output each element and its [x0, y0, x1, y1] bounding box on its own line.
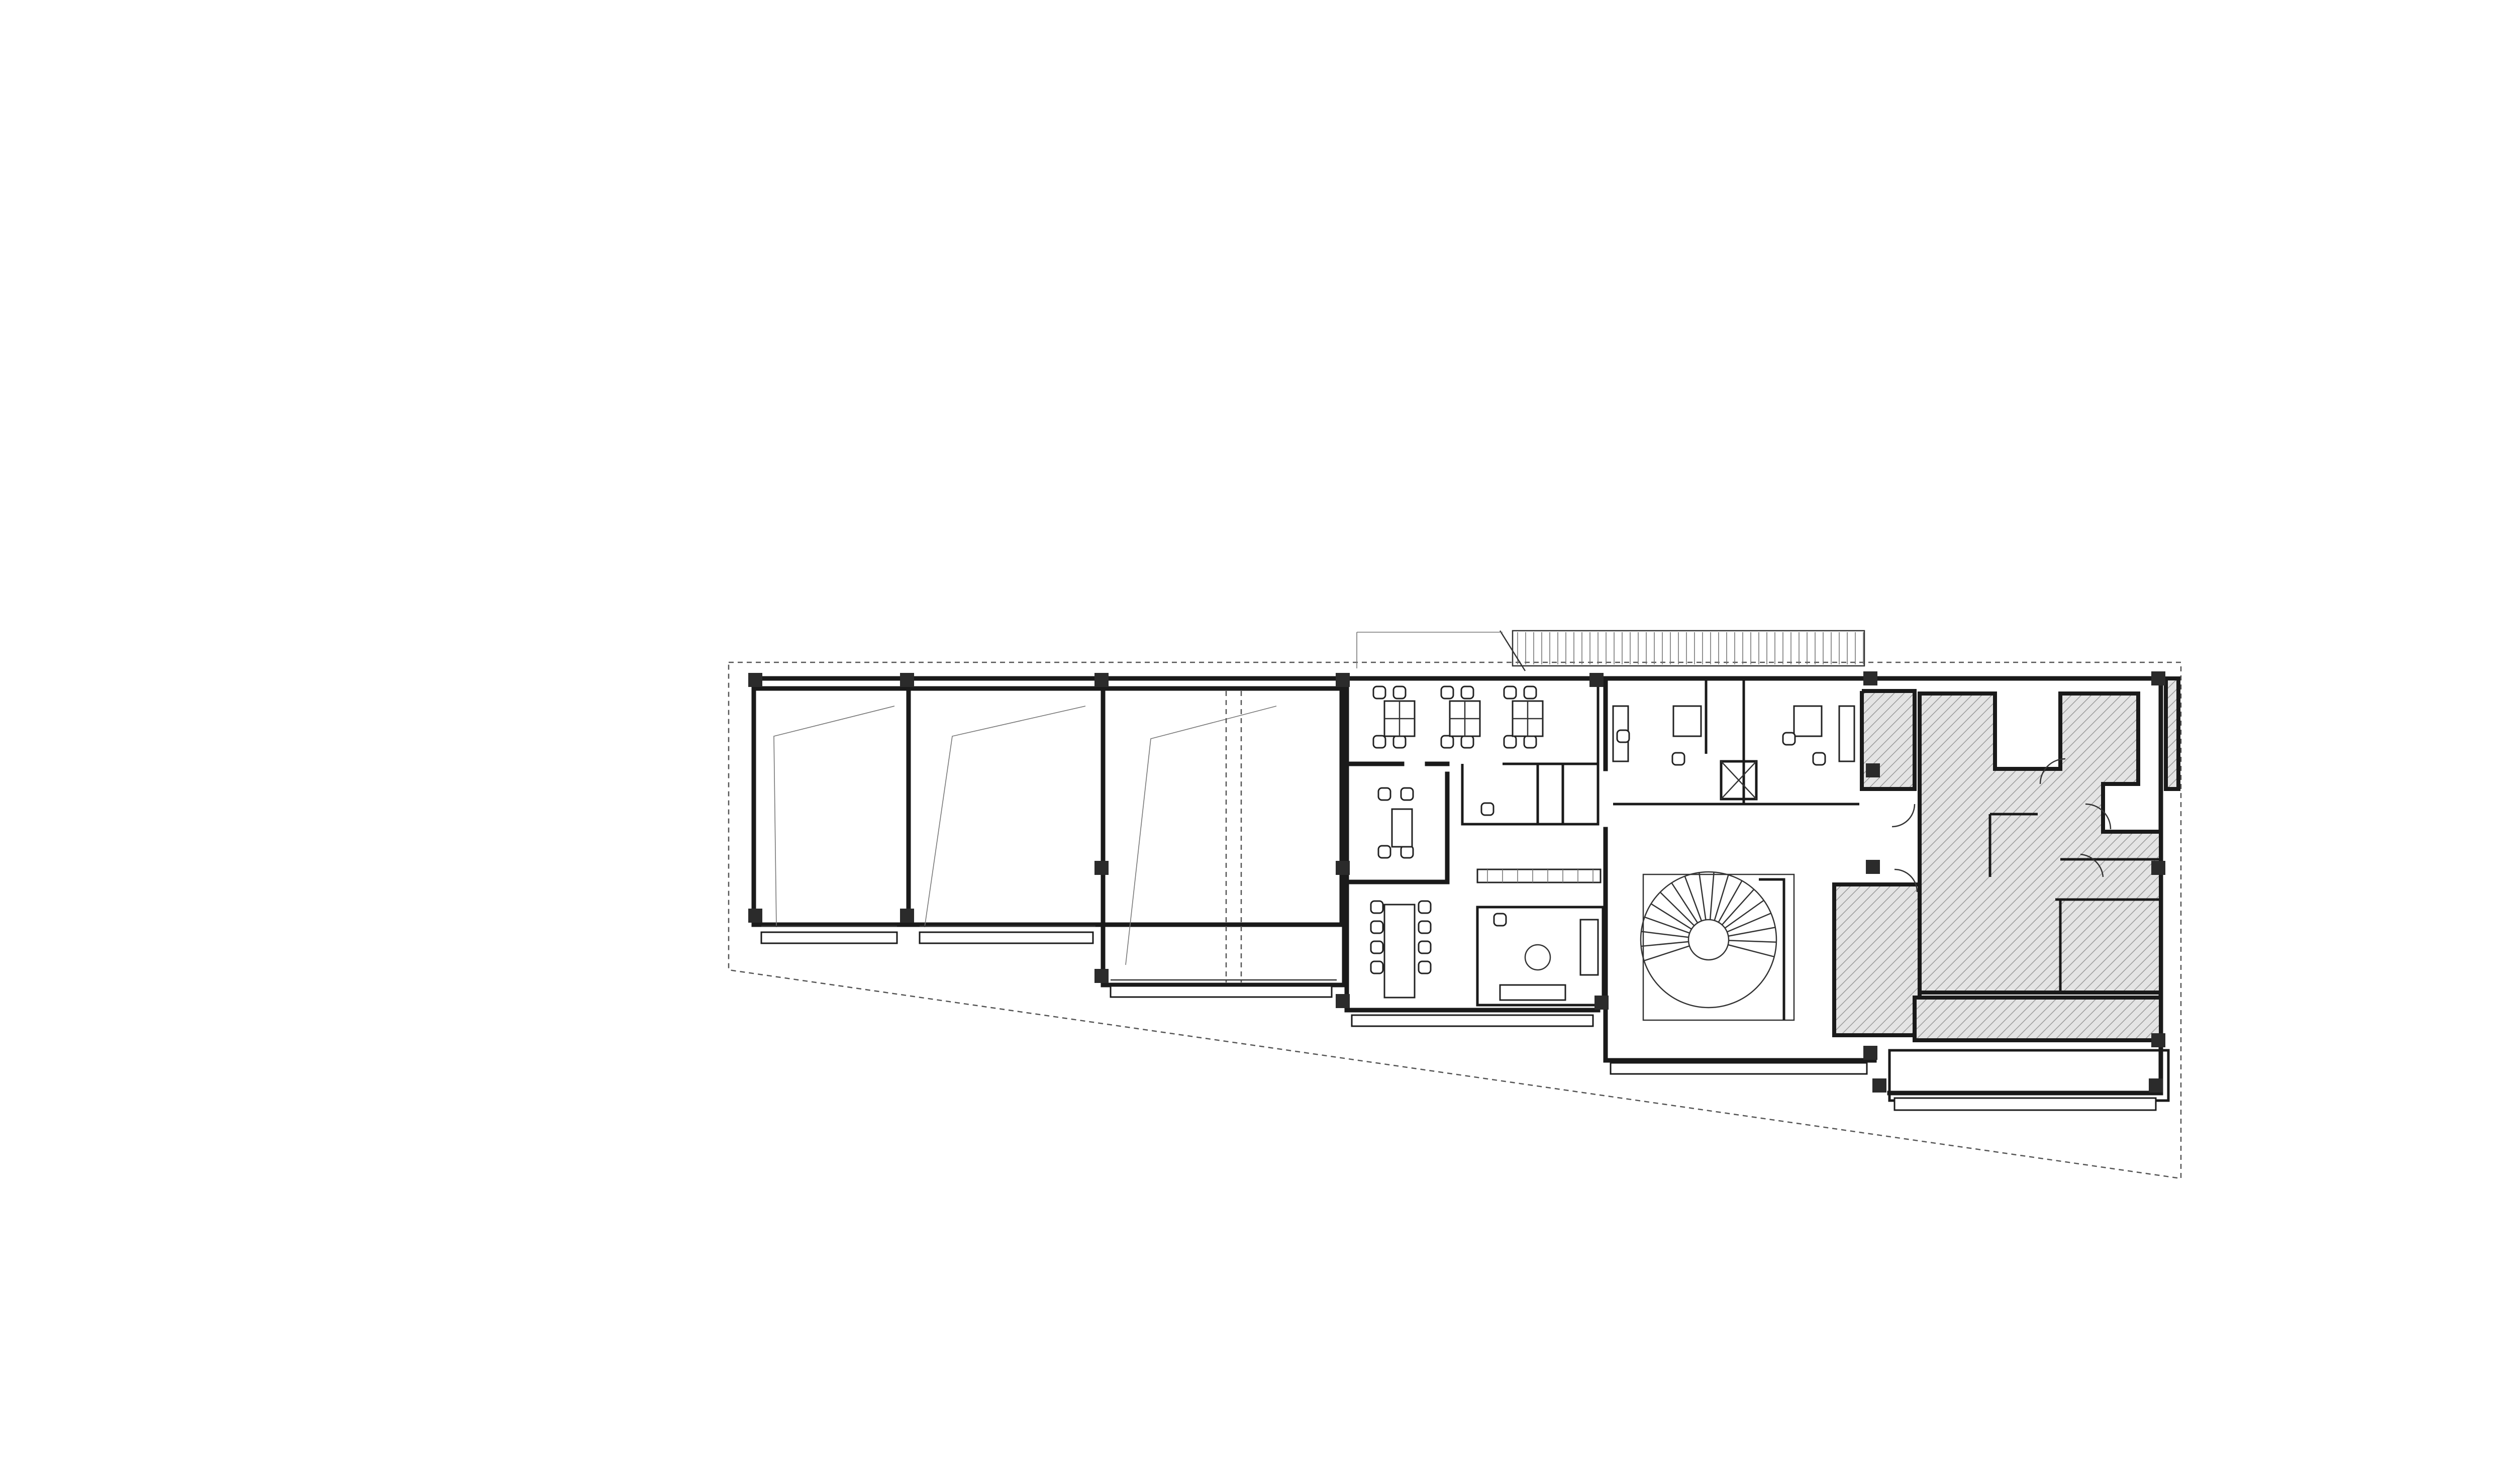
site-boundary [728, 661, 2182, 1179]
office-block [1344, 676, 1605, 1027]
structural-columns [748, 671, 2165, 1093]
exterior-stair [1356, 630, 1865, 671]
chairs [1370, 685, 1826, 974]
left-bays [751, 676, 1347, 998]
center-block [1595, 676, 1877, 1075]
right-block [1832, 676, 2180, 1111]
spiral-stair [1640, 871, 1795, 1021]
workstations [1383, 700, 1544, 848]
